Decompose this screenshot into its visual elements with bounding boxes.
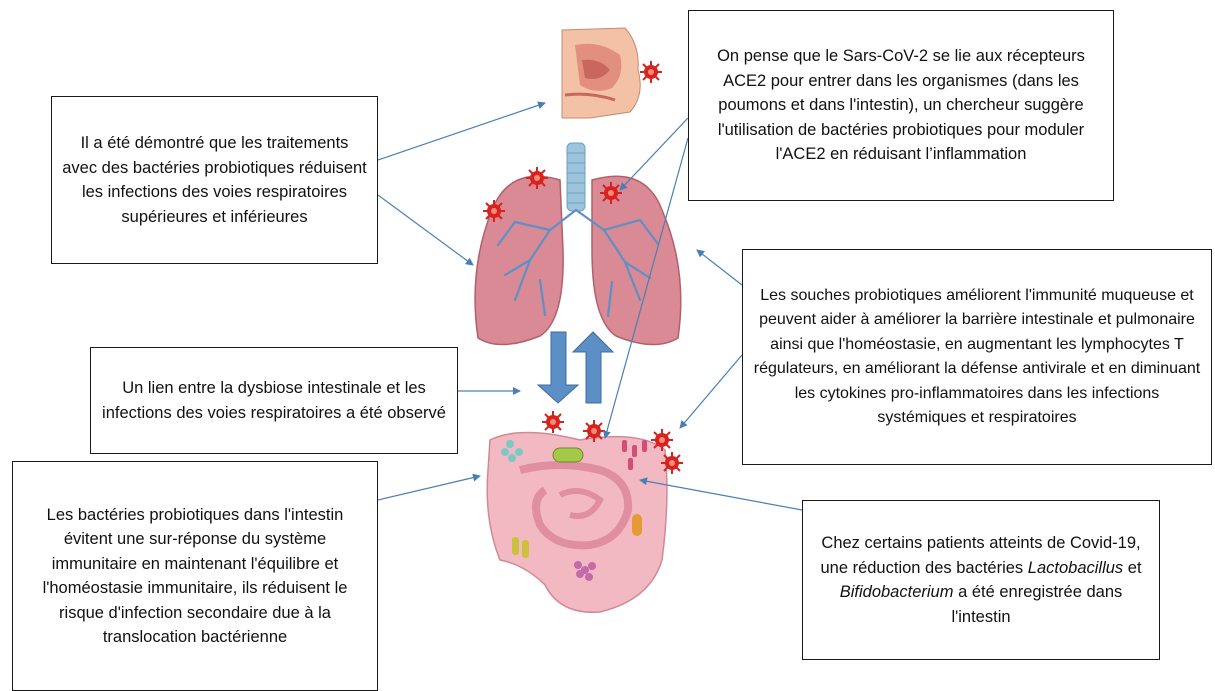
covid-reduction-box: Chez certains patients atteints de Covid… bbox=[802, 500, 1160, 660]
mucosal-immunity-box: Les souches probiotiques améliorent l'im… bbox=[742, 249, 1212, 465]
virus-icon bbox=[583, 420, 605, 442]
virus-icon bbox=[651, 429, 673, 451]
intestine-balance-text: Les bactéries probiotiques dans l'intest… bbox=[23, 503, 367, 650]
head-cross-section-illustration bbox=[562, 28, 640, 118]
ace2-box: On pense que le Sars-CoV-2 se lie aux ré… bbox=[688, 10, 1114, 201]
covid-reduction-after: a été enregistrée dans l'intestin bbox=[951, 583, 1122, 626]
covid-reduction-and: et bbox=[1128, 559, 1142, 577]
probiotic-infections-text: Il a été démontré que les traitements av… bbox=[62, 131, 367, 229]
virus-icon bbox=[526, 167, 548, 189]
mucosal-immunity-text: Les souches probiotiques améliorent l'im… bbox=[753, 284, 1201, 431]
virus-icon bbox=[640, 61, 662, 83]
virus-icon bbox=[483, 200, 505, 222]
probiotic-infections-box: Il a été démontré que les traitements av… bbox=[51, 96, 378, 264]
lungs-illustration bbox=[475, 143, 681, 345]
lactobacillus-name: Lactobacillus bbox=[1028, 559, 1123, 577]
intestine-illustration bbox=[487, 433, 667, 613]
bifidobacterium-name: Bifidobacterium bbox=[840, 583, 954, 601]
dysbiosis-text: Un lien entre la dysbiose intestinale et… bbox=[101, 376, 447, 425]
virus-icon bbox=[542, 411, 564, 433]
virus-icon bbox=[661, 452, 683, 474]
ace2-text: On pense que le Sars-CoV-2 se lie aux ré… bbox=[699, 44, 1103, 167]
virus-icon bbox=[600, 182, 622, 204]
gut-lung-axis-arrows bbox=[538, 332, 613, 403]
covid-reduction-text: Chez certains patients atteints de Covid… bbox=[813, 531, 1149, 629]
dysbiosis-box: Un lien entre la dysbiose intestinale et… bbox=[90, 347, 458, 454]
intestine-balance-box: Les bactéries probiotiques dans l'intest… bbox=[12, 461, 378, 691]
